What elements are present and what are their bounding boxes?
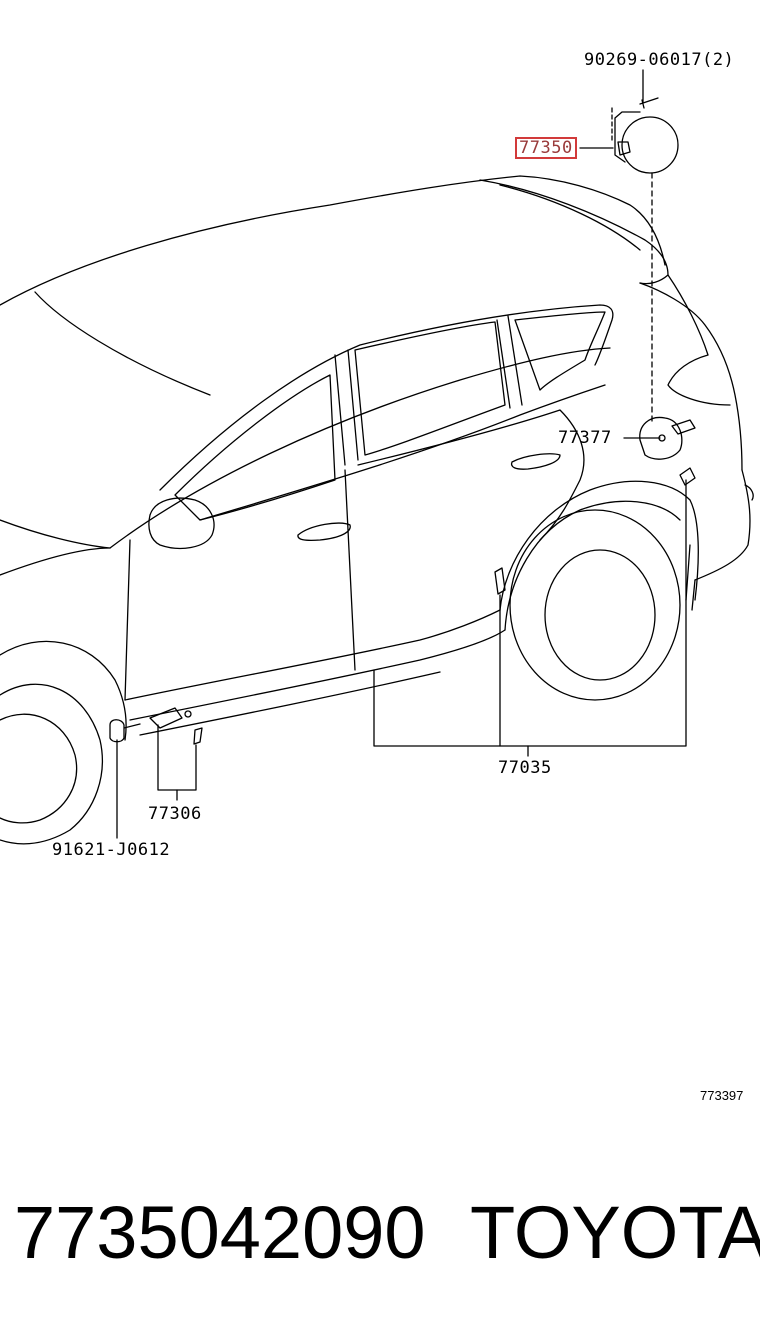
rear-wheel-arch — [500, 481, 698, 610]
belt-line — [110, 348, 610, 548]
front-door-handle — [298, 523, 350, 540]
roof-inner-line — [35, 292, 210, 395]
quarter-window — [515, 312, 605, 390]
fuel-door-lid — [622, 117, 678, 173]
rear-bumper-detail — [745, 485, 753, 500]
window-frame-outer — [160, 305, 613, 490]
leader-77306 — [158, 725, 196, 790]
rear-bumper — [695, 470, 750, 580]
callout-90269-06017: 90269-06017(2) — [584, 50, 735, 70]
part-number: 7735042090 — [14, 1191, 426, 1274]
rear-door-outline — [358, 410, 584, 540]
rear-wheel-arch-inner — [505, 501, 680, 630]
callout-77306: 77306 — [148, 804, 202, 824]
front-wheel-arch — [0, 641, 126, 740]
tail-light — [668, 275, 730, 405]
b-pillar — [335, 350, 358, 465]
hinge-bracket — [618, 142, 630, 155]
rear-spoiler — [480, 180, 668, 284]
sill-clip-icon-2 — [194, 728, 202, 744]
side-sill-bottom — [140, 672, 440, 735]
side-sill-upper — [125, 610, 500, 700]
front-tire — [0, 684, 102, 844]
clip-right-icon — [680, 468, 695, 485]
sill-clip-icon-1 — [150, 708, 182, 728]
callout-77350[interactable]: 77350 — [515, 137, 577, 159]
front-fender-line — [0, 520, 110, 575]
front-door-outline — [125, 470, 355, 700]
diagram-reference-code: 773397 — [700, 1088, 744, 1103]
callout-91621-J0612: 91621-J0612 — [52, 840, 171, 860]
brand-name: TOYOTA — [470, 1191, 760, 1274]
callout-77377: 77377 — [558, 428, 612, 448]
side-sill-lower — [130, 630, 505, 720]
opener-spring-icon — [672, 420, 695, 434]
sill-clip-icon-3 — [185, 711, 191, 717]
front-window — [175, 375, 335, 520]
rear-body-lower — [686, 545, 695, 610]
rear-tire — [510, 510, 680, 700]
rear-door-window — [355, 322, 505, 455]
rear-rim — [545, 550, 655, 680]
screw-icon — [640, 98, 658, 108]
clip-left-icon — [495, 568, 505, 594]
roof-outline — [0, 176, 665, 305]
lower-window-line — [200, 385, 605, 520]
opener-hole — [659, 435, 665, 441]
rear-door-handle — [512, 454, 560, 469]
c-pillar — [497, 316, 522, 408]
rear-pillar — [640, 283, 742, 470]
callout-77035: 77035 — [498, 758, 552, 778]
fuel-door-hinge — [615, 112, 640, 162]
side-mirror — [149, 498, 214, 548]
front-rim — [0, 714, 77, 823]
leader-77035-left — [374, 480, 686, 746]
bolt-icon — [110, 720, 140, 742]
rear-spoiler-inner — [500, 185, 640, 250]
